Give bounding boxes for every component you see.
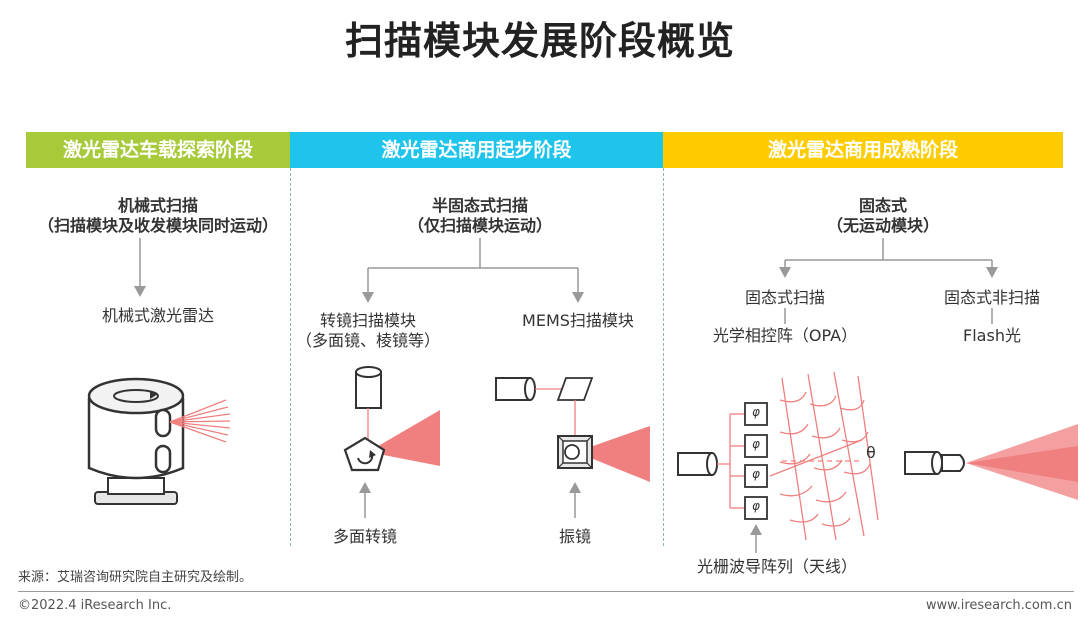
- steering-angle-symbol: θ: [866, 443, 876, 462]
- opa-label: 光学相控阵（OPA）: [712, 326, 858, 345]
- semi-solid-subheading: （仅扫描模块运动）: [407, 216, 552, 235]
- mechanical-lidar-label: 机械式激光雷达: [101, 306, 214, 325]
- tree-connector: [784, 238, 993, 324]
- phase-symbol: φ: [752, 437, 760, 451]
- laser-source-icon: [677, 452, 718, 476]
- arrow-head: [134, 286, 146, 297]
- arrow-head: [359, 482, 371, 493]
- stage-band-explore: 激光雷达车载探索阶段: [26, 132, 290, 168]
- laser-source-icon: [904, 451, 965, 475]
- arrow-head: [569, 482, 581, 493]
- waveguide-lines: [717, 413, 745, 509]
- waveguide-array-caption: 光栅波导阵列（天线）: [696, 557, 857, 576]
- scan-beam: [368, 410, 440, 466]
- mechanical-scan-heading: 机械式扫描: [117, 196, 198, 215]
- galvo-mirror-caption: 振镜: [558, 527, 591, 546]
- tree-connector: [367, 238, 579, 296]
- rotating-mirror-label: 转镜扫描模块: [319, 311, 416, 330]
- mechanical-lidar-icon: [87, 377, 185, 505]
- polygon-mirror-icon: [343, 436, 386, 472]
- arrow-head: [572, 292, 584, 303]
- phase-shifter-array: [744, 402, 768, 520]
- flash-beam-core: [966, 446, 1078, 482]
- arrow-head: [750, 524, 762, 535]
- mems-mirror-icon: [557, 435, 593, 469]
- solid-non-scan-label: 固态式非扫描: [943, 288, 1040, 307]
- arrow-head: [779, 267, 791, 278]
- phase-symbol: φ: [752, 405, 760, 419]
- copyright: ©2022.4 iResearch Inc.: [18, 598, 172, 613]
- phase-symbol: φ: [752, 467, 760, 481]
- source-note: 来源：艾瑞咨询研究院自主研究及绘制。: [18, 570, 253, 585]
- mirror-icon: [556, 377, 594, 401]
- flash-label: Flash光: [963, 326, 1021, 345]
- arrow-head: [362, 292, 374, 303]
- laser-source-icon: [355, 366, 382, 409]
- solid-scan-label: 固态式扫描: [744, 288, 825, 307]
- arrow-head: [986, 267, 998, 278]
- column-divider: [663, 168, 664, 546]
- scan-beam: [576, 426, 650, 482]
- stage-band-start: 激光雷达商用起步阶段: [290, 132, 663, 168]
- laser-source-icon: [495, 377, 536, 401]
- solid-state-subheading: （无运动模块）: [826, 216, 939, 235]
- solid-state-heading: 固态式: [858, 196, 907, 215]
- rotating-mirror-sublabel: （多面镜、棱镜等）: [295, 331, 440, 350]
- semi-solid-heading: 半固态式扫描: [431, 196, 528, 215]
- page-title: 扫描模块发展阶段概览: [344, 19, 735, 63]
- stage-band-mature: 激光雷达商用成熟阶段: [663, 132, 1063, 168]
- footer-divider: [18, 591, 1074, 592]
- website-link[interactable]: www.iresearch.com.cn: [925, 598, 1072, 613]
- column-divider: [290, 168, 291, 546]
- polygon-mirror-caption: 多面转镜: [332, 527, 397, 546]
- mems-module-label: MEMS扫描模块: [522, 311, 634, 330]
- mechanical-scan-subheading: （扫描模块及收发模块同时运动）: [37, 216, 278, 235]
- phase-symbol: φ: [752, 499, 760, 513]
- laser-fan-icon: [169, 399, 231, 443]
- wavefront-lines: [769, 371, 879, 541]
